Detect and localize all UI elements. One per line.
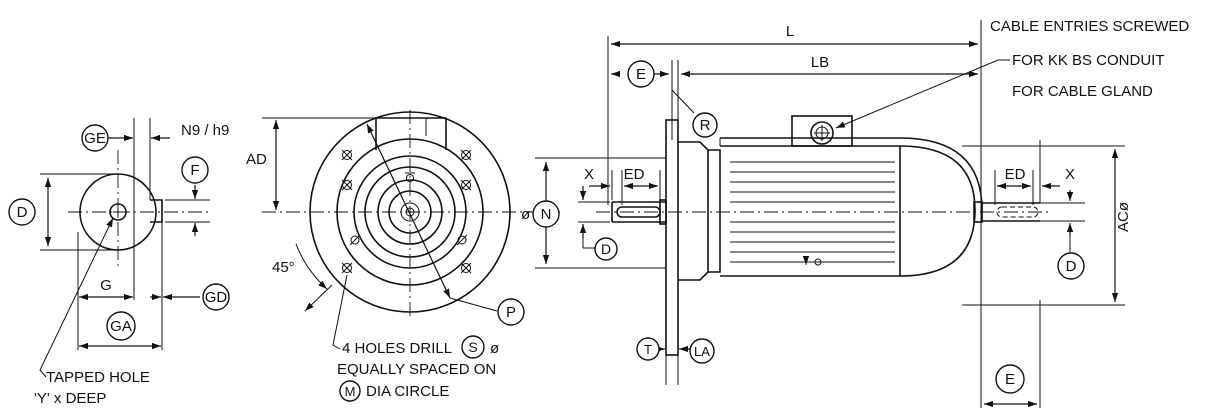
- label-ed-left: ED: [624, 166, 645, 183]
- note-equally-spaced: EQUALLY SPACED ON: [337, 361, 496, 378]
- terminal-box: [375, 117, 447, 150]
- label-n: N: [541, 206, 552, 223]
- label-m: M: [345, 384, 356, 399]
- dim-p: [366, 123, 451, 299]
- label-45-degrees: 45°: [272, 259, 295, 276]
- label-phi-s: ø: [490, 340, 499, 357]
- label-p: P: [506, 304, 516, 321]
- key-profile: [150, 199, 163, 223]
- bolt-holes: [341, 149, 472, 274]
- note-cable-gland: FOR CABLE GLAND: [1012, 83, 1153, 100]
- shaft-end-view: D GE N9 / h9 F G GD GA TAPPED HOLE 'Y' x…: [8, 118, 230, 407]
- label-ad: AD: [246, 151, 267, 168]
- label-l: L: [786, 23, 794, 40]
- cooling-fins: [730, 161, 895, 263]
- label-x-right: X: [1065, 166, 1075, 183]
- label-gd: GD: [205, 289, 228, 306]
- label-g: G: [100, 277, 112, 294]
- side-elevation-view: L LB E R: [521, 18, 1189, 408]
- label-t: T: [644, 342, 652, 357]
- label-ge: GE: [84, 130, 106, 147]
- note-cable-entries: CABLE ENTRIES SCREWED: [990, 18, 1189, 35]
- label-ed-right: ED: [1005, 166, 1026, 183]
- label-e-bottom: E: [1005, 371, 1015, 388]
- label-n9-h9: N9 / h9: [181, 122, 229, 139]
- label-lb: LB: [811, 54, 829, 71]
- label-d-left: D: [17, 204, 28, 221]
- cable-entry-leader: [835, 59, 1010, 129]
- label-d-shaft: D: [601, 241, 611, 257]
- left-keyway: [616, 206, 661, 218]
- note-4-holes: 4 HOLES DRILL: [342, 340, 452, 357]
- note-dia-circle: DIA CIRCLE: [366, 383, 449, 400]
- label-f: F: [190, 162, 199, 179]
- note-tapped-depth: 'Y' x DEEP: [34, 390, 106, 407]
- label-la: LA: [694, 344, 710, 359]
- tapped-hole-leader: [39, 217, 114, 378]
- side-terminal-box: [791, 115, 853, 147]
- label-phi-n: ø: [521, 206, 530, 223]
- label-ga: GA: [110, 318, 132, 335]
- label-s: S: [468, 339, 477, 355]
- flange-plate: [665, 119, 679, 356]
- label-x-left: X: [584, 166, 594, 183]
- motor-body: [720, 145, 976, 277]
- label-ac: ACø: [1115, 202, 1132, 232]
- label-r: R: [700, 117, 711, 134]
- flange-face-view: AD P 45° 4 HOLES DRILL S ø EQUALLY SPACE…: [246, 110, 560, 402]
- note-kk-conduit: FOR KK BS CONDUIT: [1012, 52, 1165, 69]
- right-keyway: [996, 206, 1039, 218]
- note-tapped-hole: TAPPED HOLE: [46, 369, 150, 386]
- label-d-right: D: [1066, 258, 1077, 275]
- label-e-top: E: [636, 66, 646, 83]
